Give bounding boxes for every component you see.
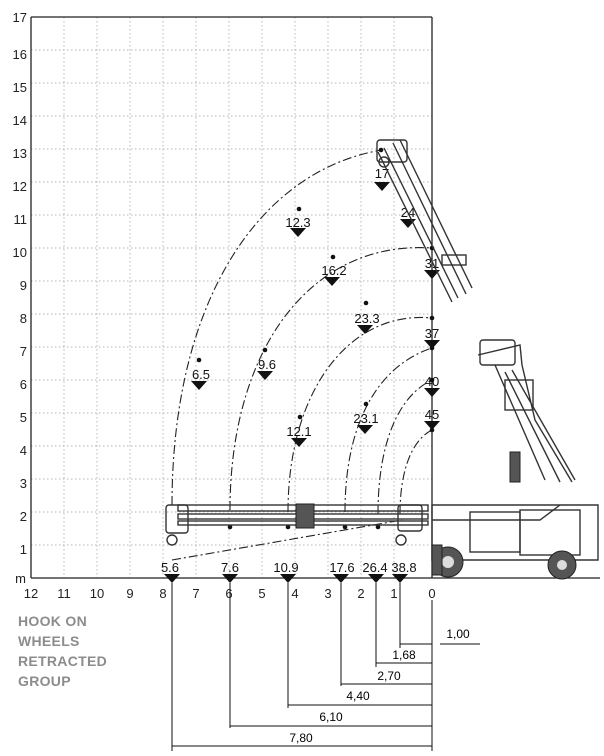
ground-label: 7.6 [221,560,239,575]
x-tick-label: 7 [192,586,199,601]
load-marker [290,228,306,237]
dimension-lines [171,583,480,751]
x-tick-label: 11 [57,586,71,601]
load-label: 17 [375,166,389,181]
x-tick-label: 0 [428,586,435,601]
y-tick-label: 16 [13,47,27,62]
arc-6 [399,429,433,515]
x-tick-label: 5 [258,586,265,601]
x-tick-label: 4 [291,586,298,601]
load-marker [191,381,207,390]
load-label: 6.5 [192,367,210,382]
load-marker [424,270,440,279]
load-marker [424,340,440,349]
load-label: 31 [425,256,439,271]
x-tick-label: 12 [24,586,38,601]
arc-5 [377,379,433,515]
y-tick-label: 11 [14,212,28,227]
y-tick-label: 4 [20,443,27,458]
load-label: 37 [425,326,439,341]
arc-2 [229,247,433,511]
ground-labels: 5.6 7.6 10.9 17.6 26.4 38.8 [161,560,417,575]
caption: HOOK ON WHEELS RETRACTED GROUP [18,611,148,691]
caption-line: GROUP [18,673,71,689]
ground-markers [164,574,408,583]
boom-raised-illustration [376,139,473,303]
load-marker [357,325,373,334]
load-label: 9.6 [258,357,276,372]
y-tick-label: 15 [13,80,27,95]
y-tick-label: 2 [20,509,27,524]
arc-4 [344,347,433,513]
ground-label: 38.8 [391,560,416,575]
caption-line: WHEELS [18,633,80,649]
caption-line: HOOK ON [18,613,87,629]
y-tick-label: 10 [13,245,27,260]
x-tick-label: 3 [324,586,331,601]
x-tick-label: 1 [390,586,397,601]
load-label: 16.2 [321,263,346,278]
dim-label: 2,70 [377,669,401,683]
y-tick-label: 14 [13,113,27,128]
y-tick-label: 3 [20,476,27,491]
dim-label: 1,68 [392,648,416,662]
load-marker [374,182,390,191]
y-tick-label: 6 [20,377,27,392]
load-markers [191,182,440,447]
x-tick-label: 6 [225,586,232,601]
load-label: 45 [425,407,439,422]
ground-label: 5.6 [161,560,179,575]
load-marker [424,388,440,397]
grid [31,17,432,578]
load-marker [357,425,373,434]
y-tick-label: 1 [20,542,27,557]
y-tick-labels: 1 2 3 4 5 6 7 8 9 10 11 12 13 14 15 16 1… [13,10,27,586]
y-tick-label: 7 [20,344,27,359]
x-tick-labels: 12 11 10 9 8 7 6 5 4 3 2 1 0 [24,586,436,601]
working-range-arcs [171,149,433,561]
dim-label: 1,00 [446,627,470,641]
caption-line: RETRACTED [18,653,108,669]
ground-label: 10.9 [273,560,298,575]
x-tick-label: 2 [357,586,364,601]
y-axis-unit: m [15,571,26,586]
y-tick-label: 8 [20,311,27,326]
load-label: 23.1 [353,411,378,426]
load-label: 23.3 [354,311,379,326]
load-marker [324,277,340,286]
y-tick-label: 9 [20,278,27,293]
y-tick-label: 17 [13,10,27,25]
y-tick-label: 5 [20,410,27,425]
load-marker [424,421,440,430]
arc-dots [196,147,435,530]
load-label: 12.1 [286,424,311,439]
boom-detail-illustration [477,339,576,483]
load-label: 12.3 [285,215,310,230]
dim-label: 7,80 [289,731,313,745]
y-tick-label: 12 [13,179,27,194]
ground-label: 17.6 [329,560,354,575]
dim-label: 6,10 [319,710,343,724]
dimension-labels: 1,00 1,68 2,70 4,40 6,10 7,80 [289,627,470,745]
x-tick-label: 9 [126,586,133,601]
load-marker [291,438,307,447]
x-tick-label: 8 [159,586,166,601]
x-tick-label: 10 [90,586,104,601]
dim-label: 4,40 [346,689,370,703]
load-marker [257,371,273,380]
boom-horizontal-illustration [165,503,429,546]
ground-label: 26.4 [362,560,387,575]
arc-outer [171,149,383,506]
y-tick-label: 13 [13,146,27,161]
ground-line [171,519,403,561]
arc-3 [287,316,433,513]
load-label: 40 [425,374,439,389]
crane-machine-illustration [431,504,599,580]
